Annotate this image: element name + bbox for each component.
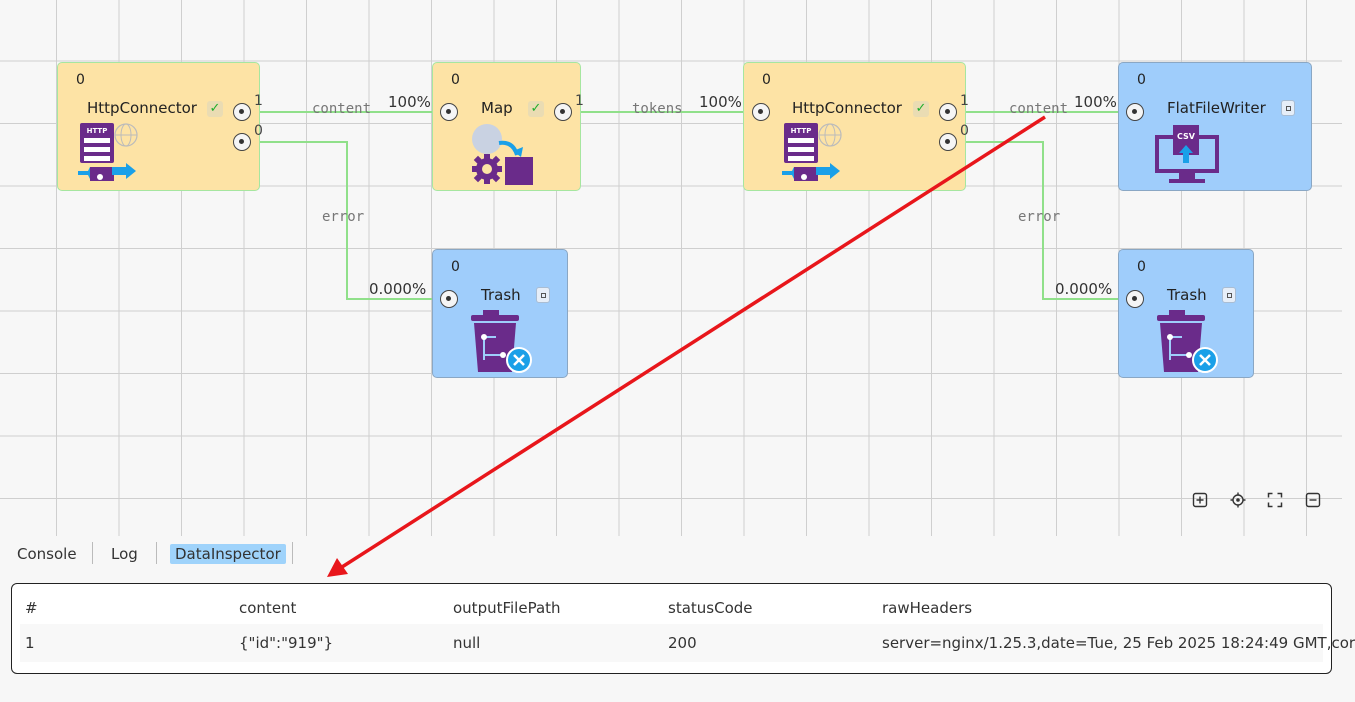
http-connector-icon: HTTP <box>78 123 138 181</box>
node-menu-icon[interactable] <box>536 287 550 303</box>
node-record-count: 0 <box>1137 259 1146 275</box>
port-label: 1 <box>575 93 584 109</box>
input-port[interactable] <box>752 103 770 121</box>
node-menu-icon[interactable] <box>1281 100 1295 116</box>
column-header-status-code: statusCode <box>668 599 753 617</box>
svg-text:CSV: CSV <box>1177 132 1196 141</box>
node-http-connector-2[interactable]: 0 HttpConnector ✓ HTTP <box>743 62 966 191</box>
port-label: 0 <box>254 123 263 139</box>
tab-console[interactable]: Console <box>17 545 77 563</box>
input-port[interactable] <box>440 103 458 121</box>
node-record-count: 0 <box>762 72 771 88</box>
node-menu-icon[interactable] <box>1222 287 1236 303</box>
bottom-panel-tabs: Console Log DataInspector <box>0 536 1342 570</box>
output-port-success[interactable] <box>939 103 957 121</box>
table-cell-output-file-path: null <box>453 634 481 652</box>
connection-throughput: 0.000% <box>1055 280 1113 298</box>
port-label: 1 <box>254 93 263 109</box>
tab-log[interactable]: Log <box>111 545 138 563</box>
port-label: 0 <box>960 123 969 139</box>
column-header-output-file-path: outputFilePath <box>453 599 561 617</box>
table-cell-content: {"id":"919"} <box>239 634 334 652</box>
node-title: Map <box>481 99 513 117</box>
connection-label[interactable]: content <box>1009 101 1069 117</box>
column-header-content: content <box>239 599 297 617</box>
validated-check-icon: ✓ <box>528 101 544 117</box>
connection-label[interactable]: error <box>1018 209 1061 225</box>
input-port[interactable] <box>1126 103 1144 121</box>
fit-to-screen-icon[interactable] <box>1267 492 1283 508</box>
zoom-out-icon[interactable] <box>1305 492 1321 508</box>
node-record-count: 0 <box>451 72 460 88</box>
trash-icon <box>1157 310 1218 373</box>
connection-throughput: 100% <box>1074 93 1117 111</box>
connection-label[interactable]: tokens <box>632 101 683 117</box>
csv-writer-icon: CSV <box>1155 125 1219 183</box>
data-inspector-table: # content outputFilePath statusCode rawH… <box>11 583 1355 674</box>
pipeline-canvas[interactable]: 0 HttpConnector ✓ HTTP 1 0 0 Map ✓ <box>0 0 1342 536</box>
node-title: FlatFileWriter <box>1167 99 1266 117</box>
connection-throughput: 100% <box>388 93 431 111</box>
connection-label[interactable]: content <box>312 101 372 117</box>
map-transform-icon <box>472 124 533 185</box>
connection-throughput: 0.000% <box>369 280 427 298</box>
node-title: Trash <box>481 286 521 304</box>
node-title: HttpConnector <box>87 99 197 117</box>
validated-check-icon: ✓ <box>207 101 223 117</box>
output-port-error[interactable] <box>233 133 251 151</box>
connection-throughput: 100% <box>699 93 742 111</box>
svg-text:HTTP: HTTP <box>791 127 812 135</box>
node-map[interactable]: 0 Map ✓ <box>432 62 581 191</box>
tab-data-inspector[interactable]: DataInspector <box>170 544 286 564</box>
connection-label[interactable]: error <box>322 209 365 225</box>
center-view-icon[interactable] <box>1230 492 1246 508</box>
svg-text:HTTP: HTTP <box>87 127 108 135</box>
output-port-error[interactable] <box>939 133 957 151</box>
node-flat-file-writer[interactable]: 0 FlatFileWriter CSV <box>1118 62 1312 191</box>
port-label: 1 <box>960 93 969 109</box>
output-port-success[interactable] <box>554 103 572 121</box>
zoom-in-icon[interactable] <box>1192 492 1208 508</box>
validated-check-icon: ✓ <box>913 101 929 117</box>
tab-divider <box>156 542 157 564</box>
node-http-connector-1[interactable]: 0 HttpConnector ✓ HTTP <box>57 62 260 191</box>
tab-divider <box>92 542 93 564</box>
table-row[interactable] <box>20 624 1323 662</box>
node-record-count: 0 <box>76 72 85 88</box>
column-header-raw-headers: rawHeaders <box>882 599 973 617</box>
trash-icon <box>471 310 532 373</box>
table-cell-status-code: 200 <box>668 634 697 652</box>
output-port-success[interactable] <box>233 103 251 121</box>
node-trash-1[interactable]: 0 Trash <box>432 249 568 378</box>
input-port[interactable] <box>440 290 458 308</box>
http-connector-icon: HTTP <box>782 123 842 181</box>
node-trash-2[interactable]: 0 Trash <box>1118 249 1254 378</box>
node-record-count: 0 <box>451 259 460 275</box>
input-port[interactable] <box>1126 290 1144 308</box>
node-record-count: 0 <box>1137 72 1146 88</box>
table-cell-raw-headers: server=nginx/1.25.3,date=Tue, 25 Feb 202… <box>882 634 1355 652</box>
column-header-index: # <box>25 599 38 617</box>
node-title: Trash <box>1167 286 1207 304</box>
table-cell-index: 1 <box>25 634 35 652</box>
node-title: HttpConnector <box>792 99 902 117</box>
tab-divider <box>292 542 293 564</box>
